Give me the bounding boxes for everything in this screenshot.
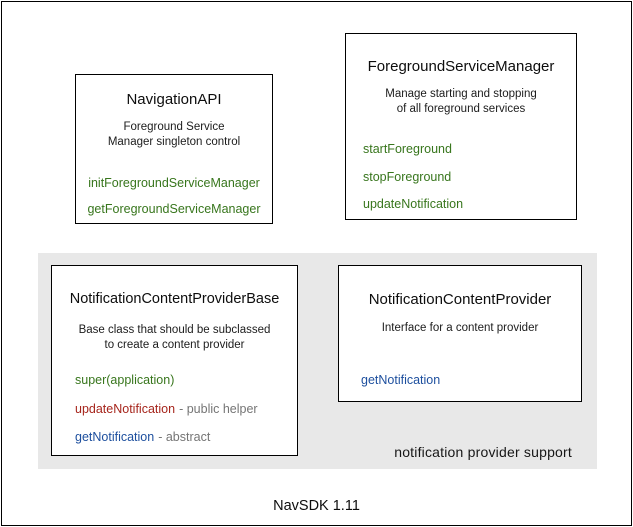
description-line: of all foreground services bbox=[396, 103, 526, 115]
method-super-application: super(application) bbox=[75, 373, 175, 387]
method-start-foreground: startForeground bbox=[363, 142, 452, 156]
method-line: getNotification- abstract bbox=[75, 423, 258, 452]
description-line: Interface for a content provider bbox=[381, 322, 539, 334]
class-box-navigation-api: NavigationAPI Foreground Service Manager… bbox=[75, 74, 273, 224]
class-box-notification-content-provider: NotificationContentProvider Interface fo… bbox=[338, 265, 582, 402]
class-description-notification-content-provider: Interface for a content provider bbox=[339, 321, 581, 336]
method-get-notification: getNotification bbox=[361, 373, 441, 387]
class-title-notification-content-provider: NotificationContentProvider bbox=[368, 291, 552, 308]
method-list: initForegroundServiceManager getForegrou… bbox=[76, 170, 272, 222]
description-line: to create a content provider bbox=[104, 338, 245, 351]
class-description-notification-content-provider-base: Base class that should be subclassed to … bbox=[52, 323, 297, 352]
panel-label: notification provider support bbox=[394, 444, 572, 460]
method-get-notification: getNotification bbox=[75, 430, 155, 444]
method-annotation-abstract: - abstract bbox=[158, 430, 211, 444]
method-update-notification: updateNotification bbox=[75, 401, 176, 416]
method-update-notification: updateNotification bbox=[363, 197, 464, 211]
class-description-foreground-service-manager: Manage starting and stopping of all fore… bbox=[346, 87, 576, 117]
method-init-foreground-service-manager: initForegroundServiceManager bbox=[88, 176, 260, 190]
diagram-caption: NavSDK 1.11 bbox=[273, 498, 360, 514]
description-line: Foreground Service bbox=[123, 121, 225, 133]
method-list: super(application) updateNotification- p… bbox=[75, 366, 258, 452]
method-line: updateNotification- public helper bbox=[75, 395, 258, 424]
method-list: startForeground stopForeground updateNot… bbox=[363, 136, 463, 219]
class-box-notification-content-provider-base: NotificationContentProviderBase Base cla… bbox=[51, 265, 298, 456]
class-box-foreground-service-manager: ForegroundServiceManager Manage starting… bbox=[345, 33, 577, 220]
method-annotation-public-helper: - public helper bbox=[179, 401, 258, 416]
method-list: getNotification bbox=[361, 367, 440, 394]
method-line: super(application) bbox=[75, 366, 258, 395]
description-line: Manager singleton control bbox=[107, 136, 241, 148]
class-title-foreground-service-manager: ForegroundServiceManager bbox=[367, 58, 555, 75]
method-get-foreground-service-manager: getForegroundServiceManager bbox=[87, 202, 261, 216]
method-stop-foreground: stopForeground bbox=[363, 169, 452, 184]
class-title-notification-content-provider-base: NotificationContentProviderBase bbox=[69, 291, 280, 307]
description-line: Base class that should be subclassed bbox=[78, 324, 271, 336]
class-description-navigation-api: Foreground Service Manager singleton con… bbox=[76, 120, 272, 150]
description-line: Manage starting and stopping bbox=[385, 88, 537, 100]
class-title-navigation-api: NavigationAPI bbox=[126, 91, 222, 108]
